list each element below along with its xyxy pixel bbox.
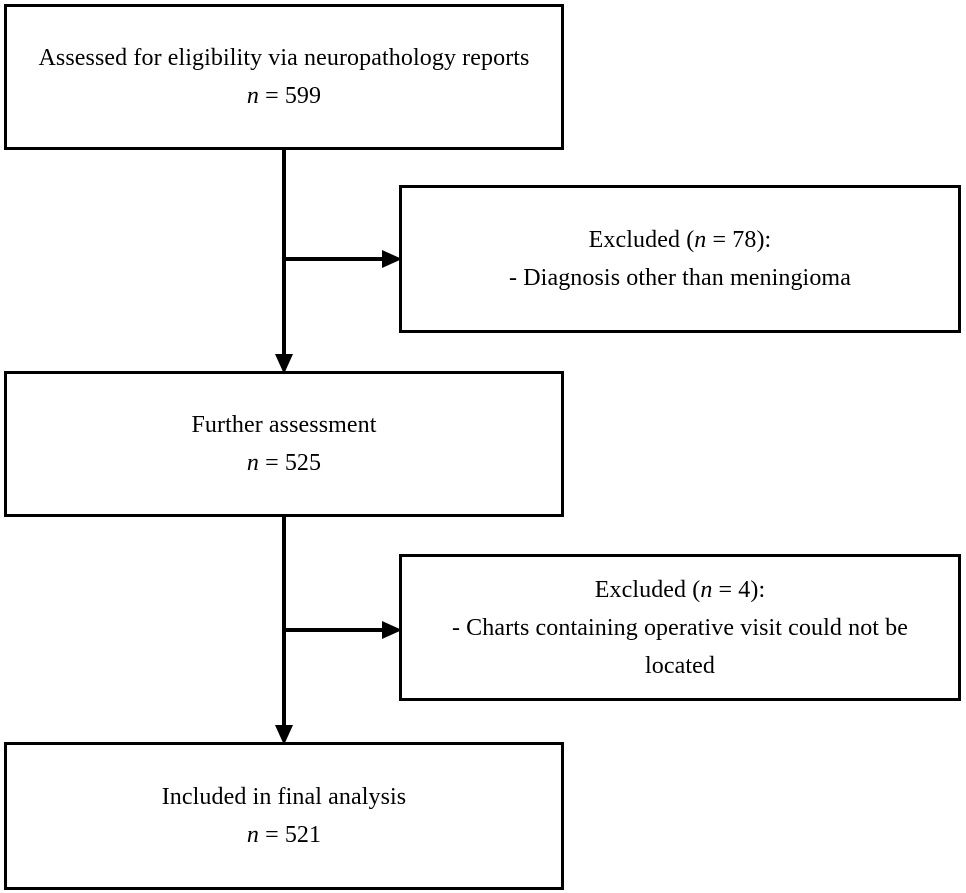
box-further-line-1: Further assessment [191,412,377,438]
connector-assessed-to-further [275,150,293,374]
equals-sign: = [258,83,285,109]
box-excluded-2-count: 4 [738,576,751,603]
n-symbol: n [246,450,259,476]
n-symbol: n [694,227,707,253]
box-excluded-2-reason: - Charts containing operative visit coul… [451,614,909,679]
box-excluded-charts: Excluded (n = 4): - Charts containing op… [399,554,961,701]
n-symbol: n [700,576,713,603]
n-symbol: n [246,822,259,848]
box-excluded-1-reason: - Diagnosis other than meningioma [509,265,851,291]
box-further-line-2: n = 525 [247,444,321,482]
box-further-count: 525 [284,450,322,476]
box-further-assessment: Further assessment n = 525 [4,371,564,517]
excluded-prefix: Excluded ( [588,227,695,253]
excluded-suffix: ): [756,227,772,253]
connector-assessed-to-excluded-1 [284,250,402,268]
box-excluded-2-line-1: Excluded (n = 4): [595,571,766,609]
box-assessed-line-2: n = 599 [247,77,321,115]
box-assessed-count: 599 [284,83,322,109]
excluded-suffix: ): [750,576,766,603]
n-symbol: n [246,83,259,109]
box-excluded-1-line-1: Excluded (n = 78): [589,221,772,259]
equals-sign: = [258,822,285,848]
box-included-line-1: Included in final analysis [161,784,407,810]
equals-sign: = [258,450,285,476]
connector-further-to-excluded-2 [284,621,402,639]
box-assessed-line-1: Assessed for eligibility via neuropathol… [38,45,530,71]
box-assessed-for-eligibility: Assessed for eligibility via neuropathol… [4,4,564,150]
connector-further-to-included [275,517,293,745]
box-included-count: 521 [284,822,322,848]
box-excluded-1-count: 78 [732,227,757,253]
equals-sign: = [712,576,739,603]
excluded-prefix: Excluded ( [594,576,701,603]
box-included-final-analysis: Included in final analysis n = 521 [4,742,564,890]
box-excluded-diagnosis: Excluded (n = 78): - Diagnosis other tha… [399,185,961,333]
box-included-line-2: n = 521 [247,816,321,854]
equals-sign: = [706,227,733,253]
